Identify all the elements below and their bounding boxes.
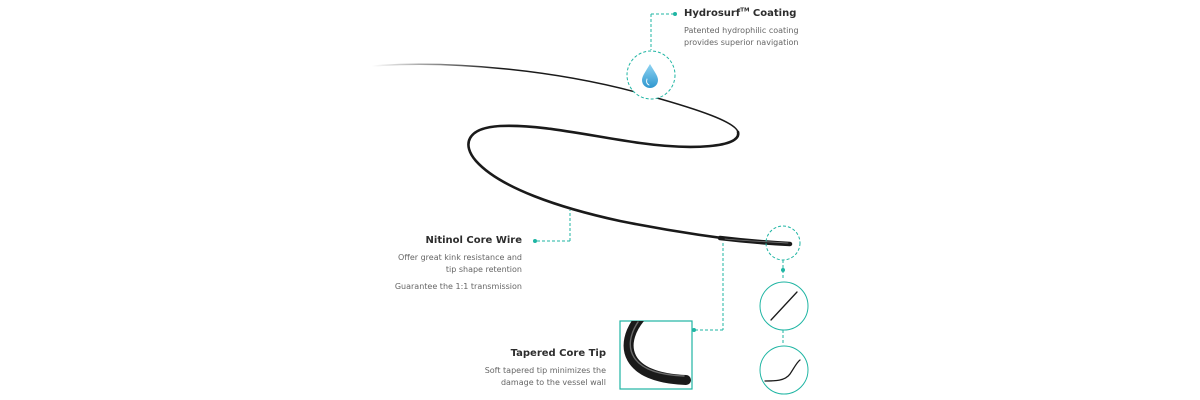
guidewire-loop xyxy=(467,124,764,245)
tapered-tip-inset xyxy=(619,320,693,390)
hydrosurf-callout: HydrosurfTM Coating Patented hydrophilic… xyxy=(684,8,799,49)
hydrosurf-title: HydrosurfTM Coating xyxy=(684,7,797,19)
nitinol-callout: Nitinol Core Wire Offer great kink resis… xyxy=(360,235,522,293)
tip-shapes-connector xyxy=(765,225,801,345)
tip-connector xyxy=(692,243,724,332)
nitinol-connector xyxy=(533,210,571,243)
nitinol-description-line: Offer great kink resistance and xyxy=(398,253,522,262)
water-drop-icon xyxy=(642,64,658,88)
tip-title: Tapered Core Tip xyxy=(510,348,606,359)
hydrosurf-description-line: provides superior navigation xyxy=(684,38,799,47)
straight-tip-icon xyxy=(759,281,809,331)
tip-description-line: Soft tapered tip minimizes the xyxy=(484,366,606,375)
hydrosurf-description-line: Patented hydrophilic coating xyxy=(684,26,799,35)
tip-description-line: damage to the vessel wall xyxy=(500,378,606,387)
nitinol-transmission-note: Guarantee the 1:1 transmission xyxy=(394,282,522,291)
nitinol-description-line: tip shape retention xyxy=(445,265,522,274)
tip-callout: Tapered Core Tip Soft tapered tip minimi… xyxy=(440,348,606,389)
guidewire-far-segment xyxy=(371,63,739,133)
nitinol-title: Nitinol Core Wire xyxy=(425,235,522,246)
angled-tip-icon xyxy=(759,345,809,395)
